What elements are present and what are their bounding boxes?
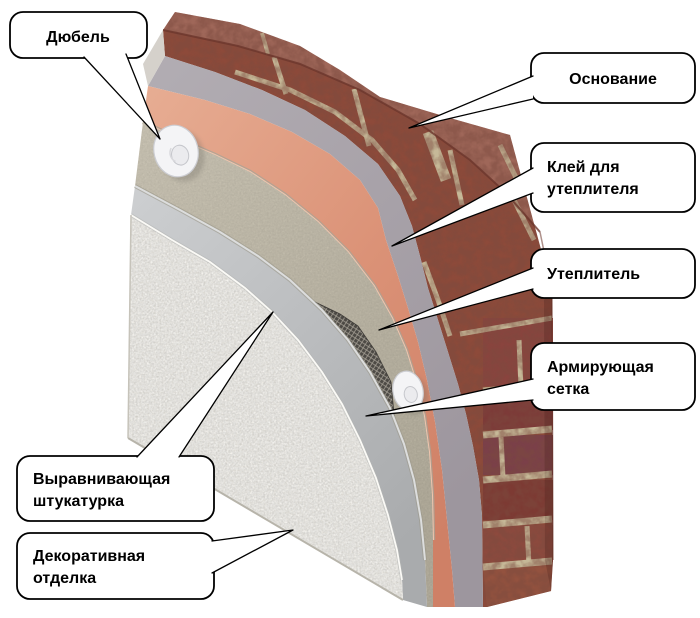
callout-decorative-bubble [16,532,215,600]
stucco-left-edge [127,214,132,439]
callout-adhesive-label-1: Клей для [547,159,620,176]
plaster-top-edge-highlight [134,185,426,561]
callout-adhesive-bubble [530,142,696,213]
callout-decorative-label-1: Декоративная [33,548,145,565]
stucco-top-edge-highlight [130,214,403,581]
callout-leveling-label-2: штукатурка [33,493,124,510]
callout-mesh-label-2: сетка [547,381,589,398]
callout-adhesive: Клей для утеплителя [391,142,696,247]
brick-right-shade [544,290,553,591]
callout-mesh-label-1: Армирующая [547,359,654,376]
callout-leveling-bubble [16,455,215,522]
callout-insulation: Утеплитель [378,248,696,331]
wall-left-bevel [143,30,165,86]
callout-decorative-label-2: отделка [33,570,96,587]
callout-dowel: Дюбель [9,11,161,140]
callout-base-label: Основание [569,71,657,88]
plaster-surface [131,186,427,607]
plaster-layer [131,184,427,607]
adhesive-shadow-strip [148,56,483,607]
callout-insulation-label: Утеплитель [547,266,640,283]
callout-adhesive-label-2: утеплителя [547,181,639,198]
callout-decorative: Декоративная отделка [16,529,294,600]
callout-dowel-label: Дюбель [46,29,110,46]
callout-mesh: Армирующая сетка [365,342,696,417]
callout-base: Основание [408,52,696,129]
callout-leveling-label-1: Выравнивающая [33,471,170,488]
callout-leveling: Выравнивающая штукатурка [16,311,274,522]
callouts: Дюбель Основание Клей для утеплителя Уте… [9,11,696,600]
adhesive-pink-surface [143,86,455,607]
dowel-disc-1 [153,124,205,182]
callout-mesh-bubble [530,342,696,411]
callout-dowel-bubble [9,11,148,59]
